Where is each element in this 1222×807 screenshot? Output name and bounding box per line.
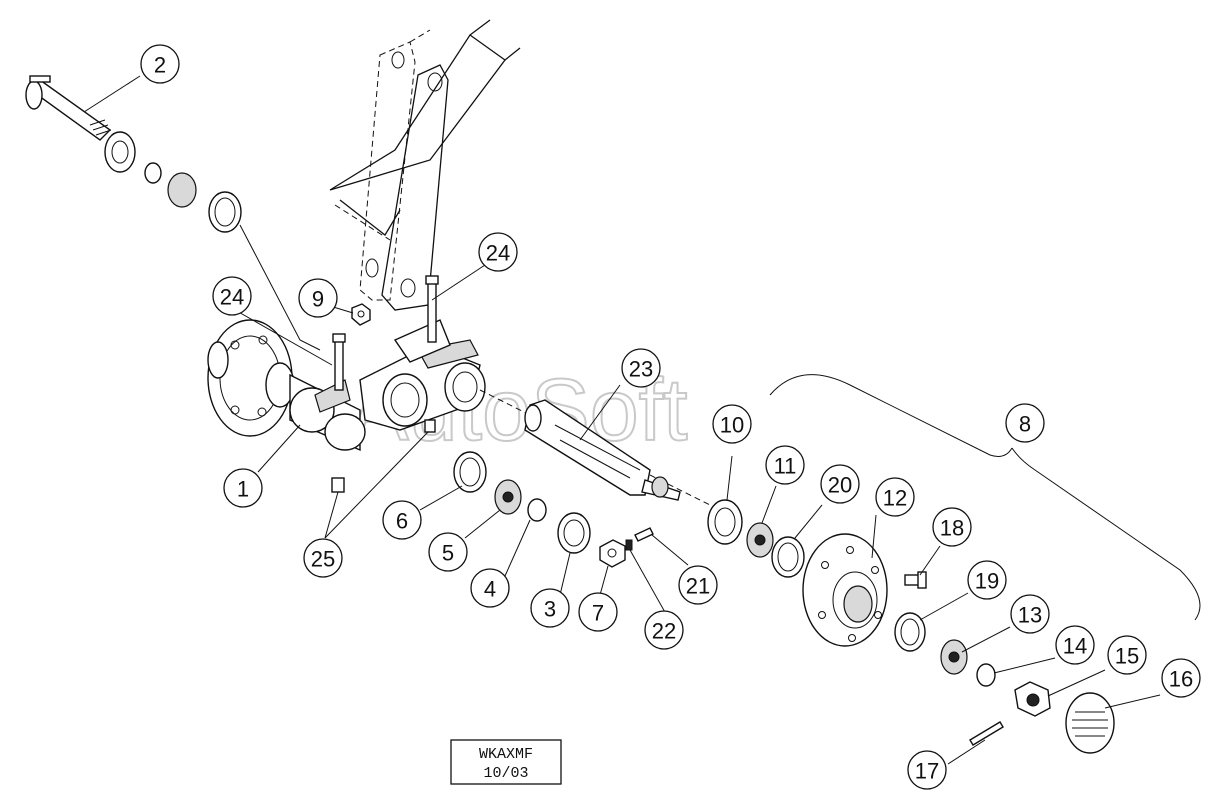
callout-c20: 20 <box>820 464 860 504</box>
callout-number: 8 <box>1019 412 1031 437</box>
callout-c21: 21 <box>678 565 718 605</box>
callout-circle <box>530 588 570 628</box>
callout-circle <box>382 500 422 540</box>
stamp-date: 10/03 <box>483 765 528 782</box>
callout-number: 1 <box>237 477 249 502</box>
outer-hub-stack <box>894 612 1115 754</box>
callout-number: 11 <box>774 454 797 479</box>
inner-bearing-set <box>453 451 654 568</box>
callout-c5: 5 <box>428 532 468 572</box>
callout-c14: 14 <box>1055 625 1095 665</box>
spindle-part-23 <box>524 399 681 501</box>
outer-bearing-set <box>707 499 805 578</box>
callout-number: 23 <box>629 357 653 382</box>
center-axle-body <box>359 319 721 511</box>
callout-number: 4 <box>484 577 496 602</box>
callout-c1: 1 <box>223 468 263 508</box>
frame-arms <box>329 19 521 311</box>
callout-circle <box>212 276 252 316</box>
pin-part-2 <box>25 75 112 141</box>
callout-number: 3 <box>544 597 556 622</box>
left-bearing-set <box>104 131 321 351</box>
callout-number: 25 <box>311 547 335 572</box>
callout-c13: 13 <box>1010 594 1050 634</box>
callout-number: 22 <box>652 619 676 644</box>
callout-circle <box>765 445 805 485</box>
callout-number: 5 <box>442 541 454 566</box>
callout-circle <box>1005 403 1045 443</box>
callouts: 2 24 24 9 23 1 25 6 5 4 3 7 22 21 10 11 20 8 12 18 19 13 14 15 1… <box>140 44 1201 790</box>
callout-circle <box>875 477 915 517</box>
callout-number: 10 <box>720 413 744 438</box>
callout-circle <box>678 565 718 605</box>
callout-circle <box>967 560 1007 600</box>
callout-circle <box>1107 635 1147 675</box>
stamp-code: WKAXMF <box>479 746 533 763</box>
callout-circle <box>1055 625 1095 665</box>
callout-circle <box>907 750 947 790</box>
callout-c7: 7 <box>578 592 618 632</box>
callout-circle <box>470 568 510 608</box>
leader-lines <box>83 75 1201 765</box>
callout-circle <box>223 468 263 508</box>
callout-circle <box>712 404 752 444</box>
callout-number: 17 <box>915 759 939 784</box>
callout-circle <box>140 44 180 84</box>
bolts-part-24 <box>332 275 439 391</box>
callout-c8: 8 <box>1005 403 1045 443</box>
callout-circle <box>298 278 338 318</box>
callout-c18: 18 <box>932 507 972 547</box>
callout-circle <box>1161 658 1201 698</box>
callout-circle <box>1010 594 1050 634</box>
callout-number: 19 <box>975 569 999 594</box>
callout-c11: 11 <box>765 445 805 485</box>
callout-c23: 23 <box>621 348 661 388</box>
callout-c25: 25 <box>303 538 343 578</box>
left-hub-part-1 <box>207 319 366 452</box>
revision-stamp: WKAXMF 10/03 <box>450 739 562 785</box>
callout-number: 12 <box>883 486 907 511</box>
wheel-hub-part-12 <box>802 533 927 647</box>
callout-c24a: 24 <box>212 276 252 316</box>
callout-number: 24 <box>486 241 510 266</box>
callout-c17: 17 <box>907 750 947 790</box>
callout-number: 13 <box>1018 603 1042 628</box>
callout-circle <box>644 610 684 650</box>
nut-part-9 <box>351 303 371 326</box>
callout-c4: 4 <box>470 568 510 608</box>
callout-c24b: 24 <box>478 232 518 272</box>
callout-c12: 12 <box>875 477 915 517</box>
callout-number: 2 <box>154 53 166 78</box>
callout-number: 21 <box>686 574 710 599</box>
callout-c6: 6 <box>382 500 422 540</box>
callout-c9: 9 <box>298 278 338 318</box>
callout-number: 16 <box>1169 667 1193 692</box>
callout-number: 24 <box>220 285 244 310</box>
callout-c19: 19 <box>967 560 1007 600</box>
callout-number: 15 <box>1115 644 1139 669</box>
callout-circle <box>932 507 972 547</box>
callout-circle <box>428 532 468 572</box>
callout-number: 18 <box>940 516 964 541</box>
callout-c16: 16 <box>1161 658 1201 698</box>
callout-circle <box>303 538 343 578</box>
callout-circle <box>478 232 518 272</box>
callout-circle <box>820 464 860 504</box>
callout-number: 7 <box>592 601 604 626</box>
callout-number: 6 <box>396 509 408 534</box>
callout-c3: 3 <box>530 588 570 628</box>
callout-c15: 15 <box>1107 635 1147 675</box>
callout-number: 20 <box>828 473 852 498</box>
callout-c2: 2 <box>140 44 180 84</box>
callout-number: 9 <box>312 287 324 312</box>
callout-number: 14 <box>1063 634 1087 659</box>
callout-circle <box>621 348 661 388</box>
callout-c10: 10 <box>712 404 752 444</box>
callout-c22: 22 <box>644 610 684 650</box>
callout-circle <box>578 592 618 632</box>
